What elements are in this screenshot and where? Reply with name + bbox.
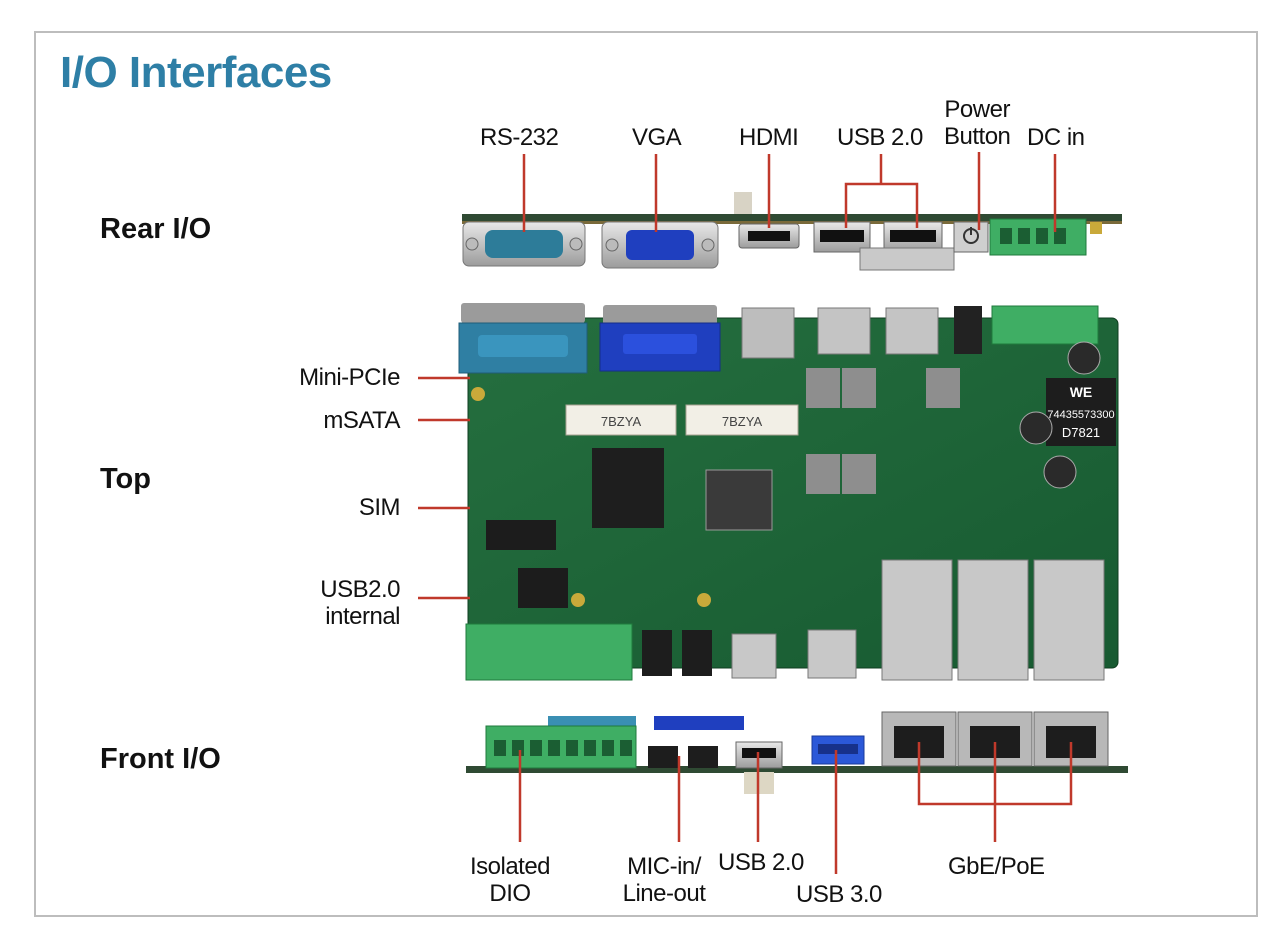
top-usb-connector-2 bbox=[885, 307, 939, 355]
label-usb-internal-line1: USB2.0 bbox=[320, 576, 400, 603]
slot2-silkscreen: 7BZYA bbox=[722, 414, 763, 429]
inductor-4 bbox=[842, 454, 876, 494]
rear-dc-in-connector bbox=[989, 218, 1102, 256]
label-vga: VGA bbox=[632, 124, 682, 151]
top-rs232-connector bbox=[458, 303, 588, 374]
top-audio-jack-1 bbox=[642, 630, 672, 676]
inductor-2 bbox=[842, 368, 876, 408]
top-rj45-1 bbox=[881, 559, 953, 681]
mounting-hole-2 bbox=[571, 593, 585, 607]
top-rj45-3 bbox=[1033, 559, 1105, 681]
inductor-5 bbox=[926, 368, 960, 408]
top-vga-connector bbox=[599, 305, 721, 372]
top-front-usb20 bbox=[731, 633, 777, 679]
inductor-logo: WE bbox=[1070, 384, 1093, 400]
top-front-usb30 bbox=[807, 629, 857, 679]
inductor-1 bbox=[806, 368, 840, 408]
front-dio-terminal bbox=[485, 725, 637, 769]
section-rear-io: Rear I/O bbox=[100, 213, 212, 245]
label-hdmi: HDMI bbox=[739, 124, 799, 151]
front-usb30-connector bbox=[811, 735, 865, 765]
chip-2 bbox=[486, 520, 556, 550]
front-leader-lines bbox=[518, 742, 1073, 874]
rear-io-board bbox=[462, 192, 1122, 271]
top-rj45-2 bbox=[957, 559, 1029, 681]
top-leader-lines bbox=[418, 376, 470, 600]
label-rear-usb20: USB 2.0 bbox=[837, 124, 923, 151]
label-usb-internal-line2: internal bbox=[325, 603, 400, 630]
top-dc-in-connector bbox=[991, 305, 1099, 345]
mini-pcie-slot: 7BZYA bbox=[565, 404, 677, 436]
inductor-date: D7821 bbox=[1062, 425, 1100, 440]
top-dio-terminal bbox=[465, 623, 633, 681]
label-usb30: USB 3.0 bbox=[796, 881, 882, 908]
label-power-line2: Button bbox=[944, 123, 1011, 150]
inductor-3 bbox=[806, 454, 840, 494]
capacitor-1 bbox=[1067, 341, 1101, 375]
label-mic-line1: MIC-in/ bbox=[627, 853, 701, 880]
front-db9-edge bbox=[548, 716, 636, 728]
top-audio-jack-2 bbox=[682, 630, 712, 676]
front-io-board bbox=[466, 711, 1128, 794]
label-usb-internal: USB2.0 internal bbox=[298, 576, 400, 630]
label-gbe-poe: GbE/PoE bbox=[948, 853, 1045, 880]
rear-rs232-connector bbox=[462, 221, 586, 267]
page-title: I/O Interfaces bbox=[60, 48, 332, 97]
label-sim: SIM bbox=[358, 494, 401, 521]
main-chip bbox=[592, 448, 664, 528]
top-board: 7BZYA 7BZYA WE 74435573300 D7821 bbox=[458, 303, 1119, 681]
label-mic-line-out: MIC-in/ Line-out bbox=[620, 853, 708, 907]
sim-slot bbox=[705, 469, 773, 531]
front-vga-edge bbox=[654, 716, 744, 730]
label-dio-line2: DIO bbox=[489, 880, 531, 907]
chip-3 bbox=[518, 568, 568, 608]
rear-usb20-connectors bbox=[813, 221, 955, 271]
top-hdmi-connector bbox=[741, 307, 795, 359]
capacitor-2 bbox=[1019, 411, 1053, 445]
label-dio-line1: Isolated bbox=[469, 853, 551, 880]
capacitor-3 bbox=[1043, 455, 1077, 489]
label-dc-in: DC in bbox=[1027, 124, 1085, 151]
slot1-silkscreen: 7BZYA bbox=[601, 414, 642, 429]
rear-power-button bbox=[953, 221, 989, 253]
label-msata: mSATA bbox=[323, 407, 400, 434]
section-front-io: Front I/O bbox=[100, 743, 221, 775]
label-minipcie: Mini-PCIe bbox=[299, 364, 400, 391]
inductor-code: 74435573300 bbox=[1047, 409, 1114, 421]
front-audio-jack-2 bbox=[688, 746, 718, 768]
label-power-line1: Power bbox=[944, 96, 1010, 123]
top-power-header bbox=[954, 306, 982, 354]
top-usb-connector-1 bbox=[817, 307, 871, 355]
section-top: Top bbox=[100, 463, 151, 495]
mounting-hole-3 bbox=[697, 593, 711, 607]
mounting-hole-1 bbox=[471, 387, 485, 401]
front-audio-jack-1 bbox=[648, 746, 678, 768]
label-isolated-dio: Isolated DIO bbox=[468, 853, 552, 907]
label-front-usb20: USB 2.0 bbox=[718, 849, 804, 876]
power-inductor: WE 74435573300 D7821 bbox=[1046, 378, 1116, 446]
label-power-button: Power Button bbox=[944, 96, 1011, 150]
msata-slot: 7BZYA bbox=[685, 404, 799, 436]
label-rs232: RS-232 bbox=[480, 124, 559, 151]
rear-vga-connector bbox=[601, 221, 719, 269]
rear-leader-lines bbox=[522, 152, 1057, 232]
label-mic-line2: Line-out bbox=[622, 880, 706, 907]
